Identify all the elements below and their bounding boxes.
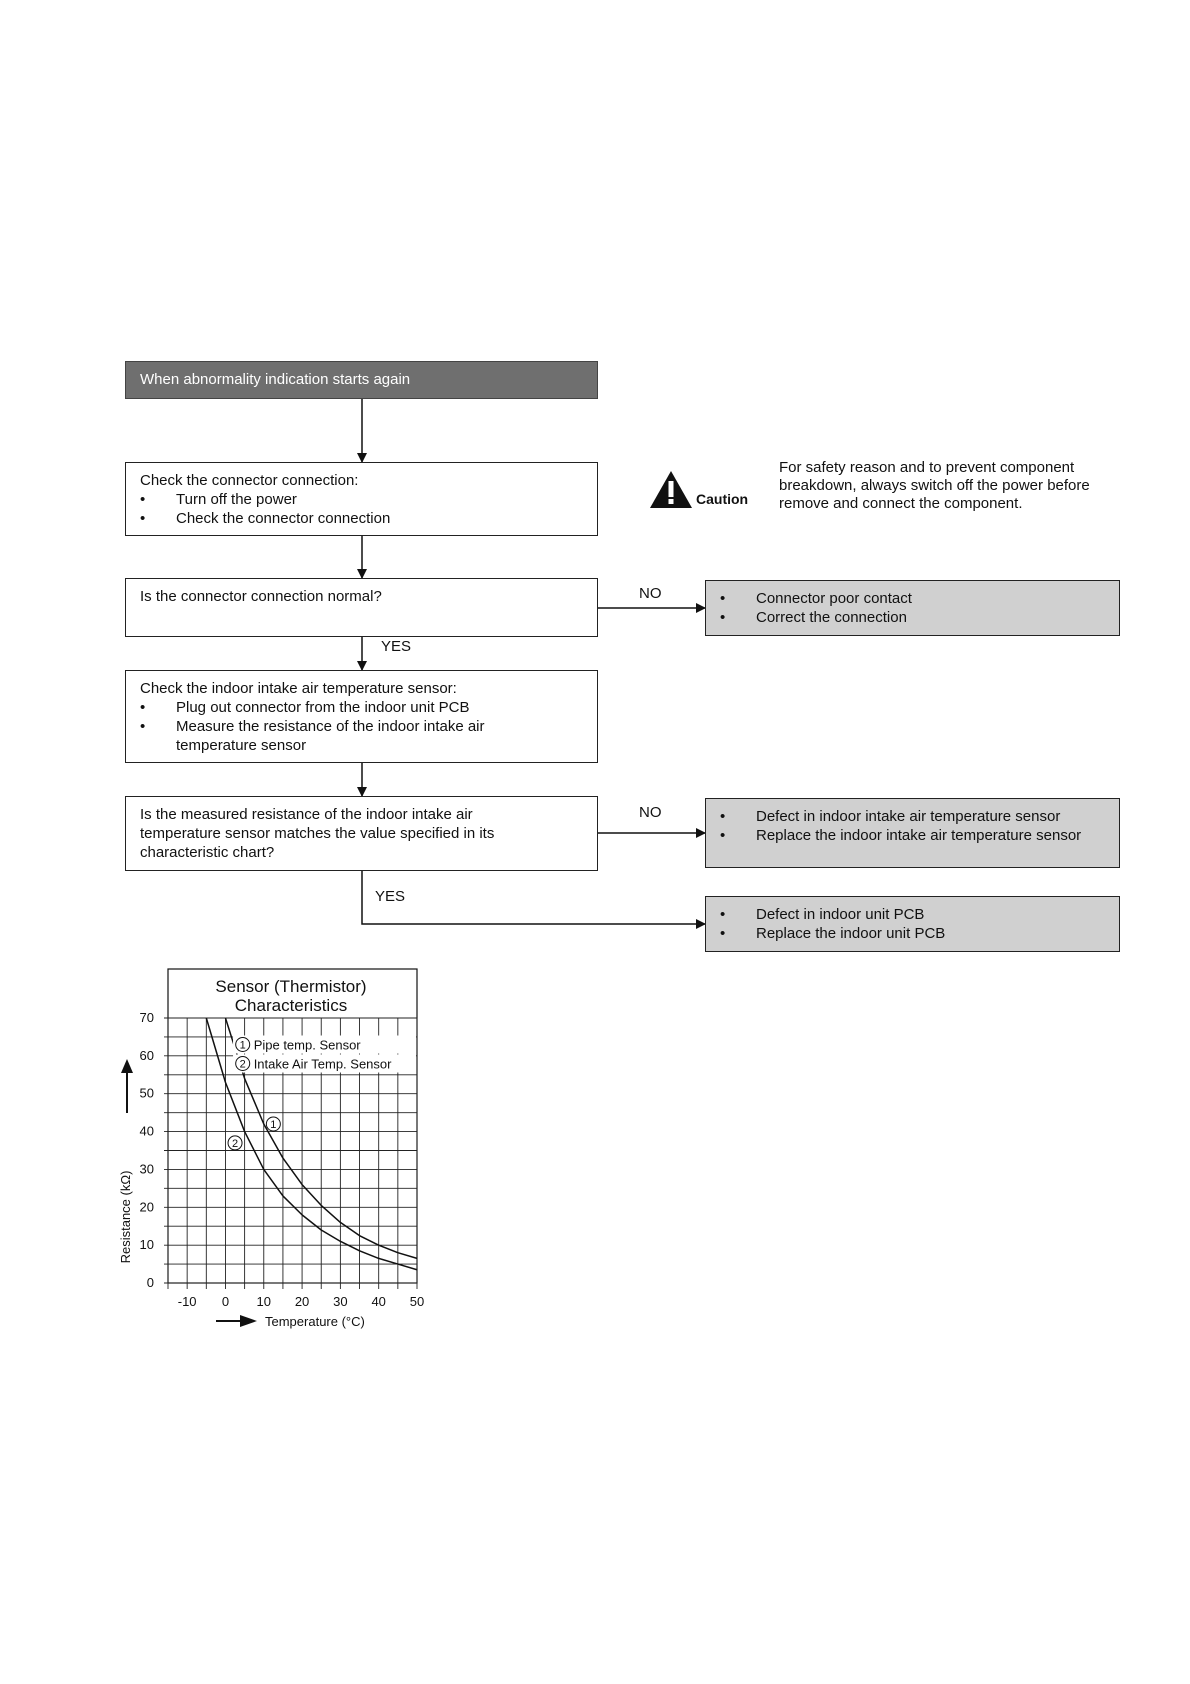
chart-title-line1: Sensor (Thermistor): [215, 977, 366, 996]
step1-item: Turn off the power: [140, 490, 583, 509]
step1-item: Check the connector connection: [140, 509, 583, 528]
y-tick-label: 0: [147, 1275, 154, 1290]
step2-item: Measure the resistance of the indoor int…: [140, 717, 536, 755]
step2-box: Check the indoor intake air temperature …: [125, 670, 598, 763]
start-text: When abnormality indication starts again: [140, 371, 411, 388]
result3-box: Defect in indoor unit PCB Replace the in…: [705, 896, 1120, 952]
x-tick-label: 10: [257, 1294, 271, 1309]
result3-item: Defect in indoor unit PCB: [720, 905, 1105, 924]
y-tick-label: 40: [140, 1124, 154, 1139]
curve-marker-number: 2: [232, 1138, 238, 1150]
step1-title: Check the connector connection:: [140, 472, 359, 489]
x-tick-label: -10: [178, 1294, 197, 1309]
chart-title-line2: Characteristics: [235, 996, 347, 1015]
result2-item: Defect in indoor intake air temperature …: [720, 807, 1105, 826]
curve-marker-circle: [265, 1116, 281, 1132]
step2-item: Plug out connector from the indoor unit …: [140, 698, 583, 717]
legend-marker-circle: [235, 1056, 251, 1071]
q1-no-label: NO: [639, 585, 662, 602]
thermistor-chart: Sensor (Thermistor) Characteristics -10 0…: [118, 968, 425, 1329]
result3-item: Replace the indoor unit PCB: [720, 924, 1105, 943]
curve-pipe-temp-sensor: [224, 1017, 418, 1260]
legend-background: [233, 1035, 416, 1054]
q2-no-label: NO: [639, 804, 662, 821]
chart-curves: 12: [205, 1017, 418, 1271]
result1-box: Connector poor contact Correct the conne…: [705, 580, 1120, 636]
arrow-q2-yes: [361, 871, 706, 929]
y-tick-label: 60: [140, 1048, 154, 1063]
question1-box: Is the connector connection normal?: [125, 578, 598, 637]
step1-box: Check the connector connection: Turn off…: [125, 462, 598, 536]
legend-marker-number: 2: [240, 1059, 246, 1071]
result1-item: Correct the connection: [720, 608, 1105, 627]
x-axis-label: Temperature (°C): [265, 1314, 365, 1329]
question1-text: Is the connector connection normal?: [140, 588, 382, 605]
step2-title: Check the indoor intake air temperature …: [140, 680, 457, 697]
warning-triangle-icon: [650, 471, 692, 508]
y-tick-label: 10: [140, 1237, 154, 1252]
question2-box: Is the measured resistance of the indoor…: [125, 796, 598, 871]
question2-text: Is the measured resistance of the indoor…: [140, 806, 495, 861]
chart-ticks: -10 0 10 20 30 40 50 0 10 20 30 40 50 60 70: [140, 1010, 425, 1309]
x-tick-label: 40: [371, 1294, 385, 1309]
chart-legend: 1 Pipe temp. Sensor 2 Intake Air Temp. Sens…: [233, 1035, 416, 1073]
result2-box: Defect in indoor intake air temperature …: [705, 798, 1120, 868]
x-tick-label: 0: [222, 1294, 229, 1309]
x-tick-label: 50: [410, 1294, 424, 1309]
y-axis-label: Resistance (kΩ): [118, 1171, 133, 1264]
legend-entry: Pipe temp. Sensor: [254, 1038, 362, 1053]
x-tick-label: 30: [333, 1294, 347, 1309]
legend-marker-circle: [235, 1037, 251, 1052]
x-axis-arrow-icon: [216, 1315, 257, 1327]
curve-marker-circle: [227, 1135, 243, 1151]
caution-text: For safety reason and to prevent compone…: [779, 459, 1090, 512]
start-box: When abnormality indication starts again: [125, 361, 598, 399]
q1-yes-label: YES: [381, 638, 412, 655]
y-tick-label: 30: [140, 1161, 154, 1176]
y-tick-label: 20: [140, 1199, 154, 1214]
curve-marker-number: 1: [270, 1119, 276, 1131]
result1-item: Connector poor contact: [720, 589, 1105, 608]
q2-yes-label: YES: [375, 888, 406, 905]
y-tick-label: 50: [140, 1086, 154, 1101]
legend-background: [233, 1054, 416, 1073]
chart-frame: [167, 968, 418, 1284]
curve-intake-air-sensor: [205, 1017, 418, 1271]
y-axis-arrow-icon: [121, 1059, 133, 1113]
x-tick-label: 20: [295, 1294, 309, 1309]
legend-entry: Intake Air Temp. Sensor: [254, 1057, 392, 1072]
y-tick-label: 70: [140, 1010, 154, 1025]
caution-label: Caution: [696, 491, 749, 507]
result2-item: Replace the indoor intake air temperatur…: [720, 826, 1086, 845]
legend-marker-number: 1: [240, 1040, 246, 1052]
